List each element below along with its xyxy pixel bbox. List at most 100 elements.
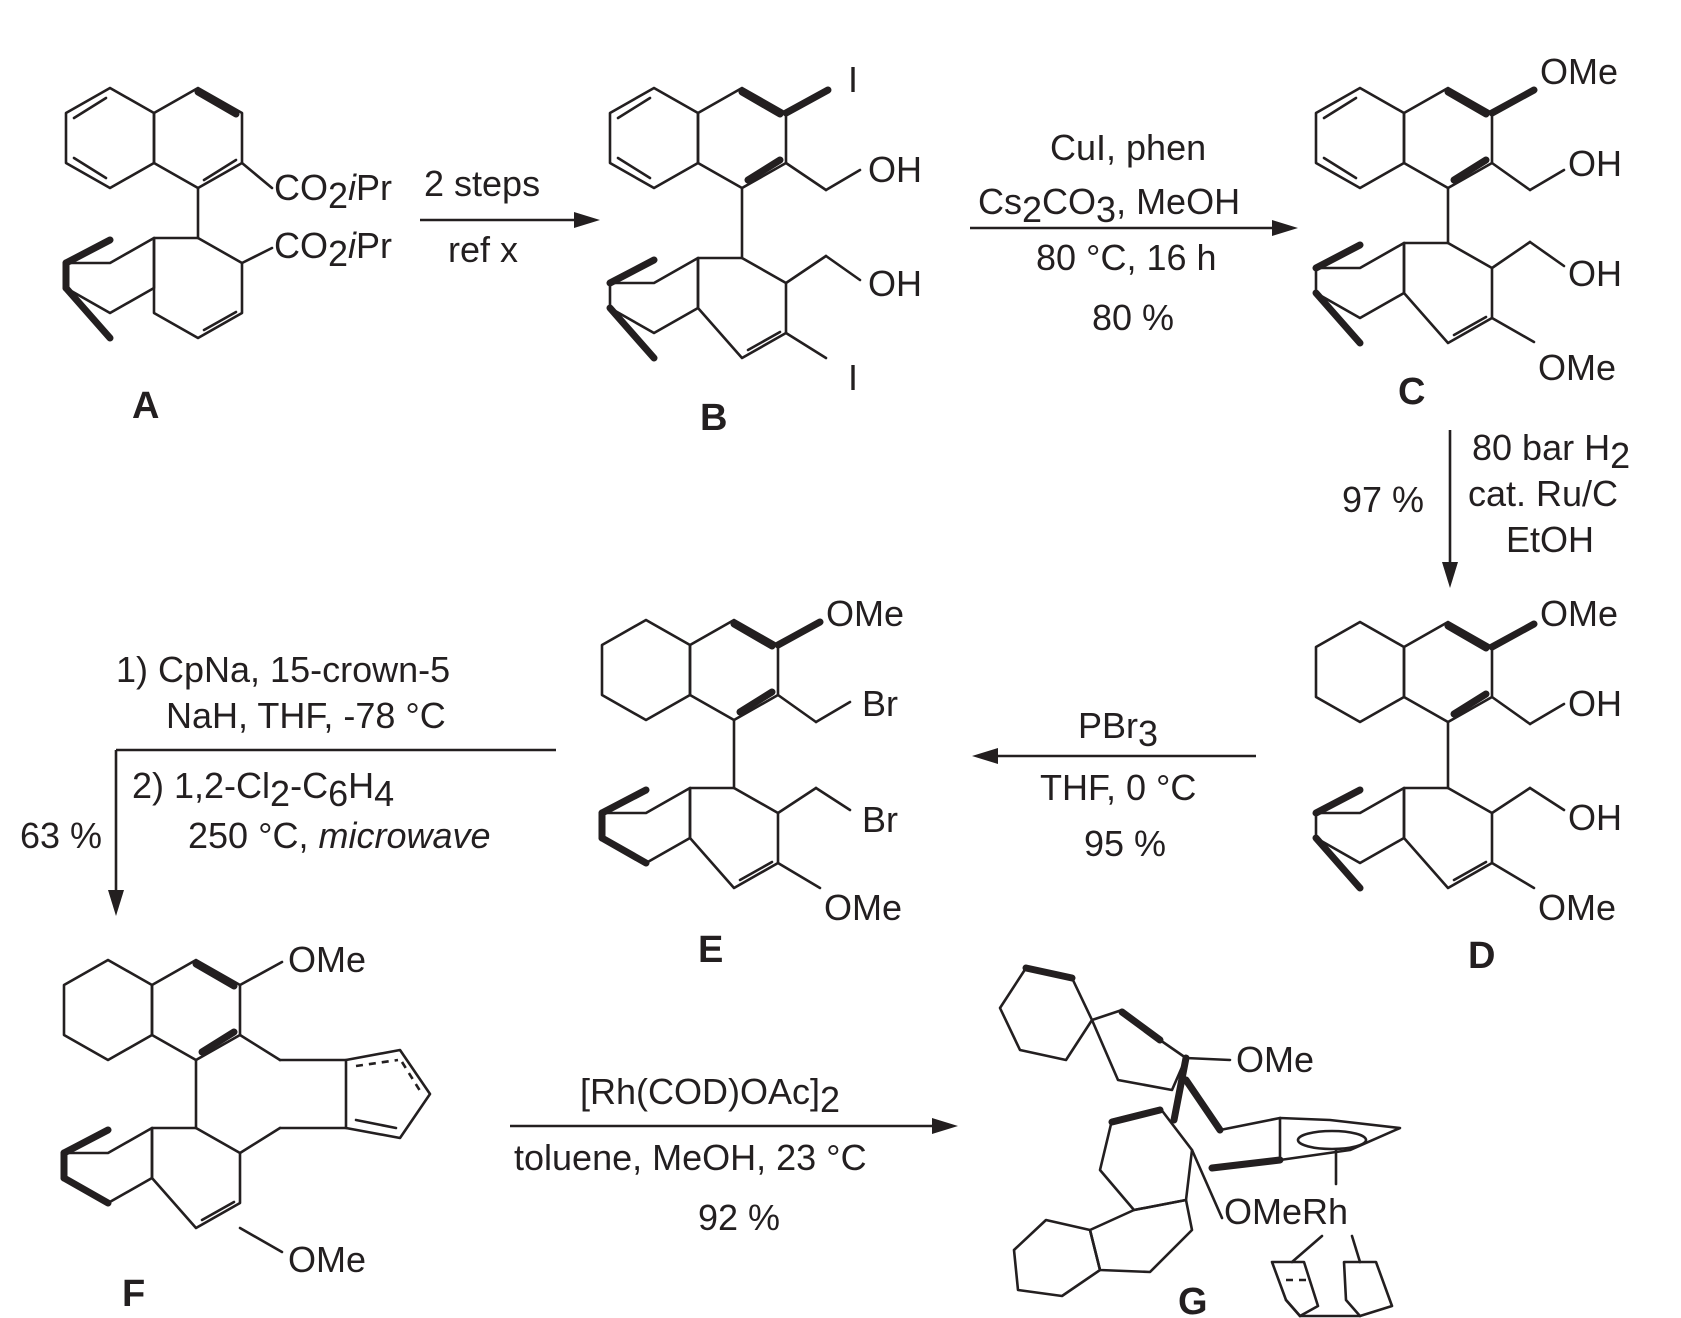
compound-a-ester2-pr: Pr <box>356 225 392 266</box>
arrow-a-to-b-head <box>574 212 600 228</box>
arrow-e-to-f-head <box>108 890 124 916</box>
compound-b-structure <box>606 86 862 362</box>
step-c-to-d: 80 bar H2 cat. Ru/C EtOH 97 % <box>1342 427 1630 588</box>
compound-a-ester-i: i <box>348 167 357 208</box>
step-e-to-f: 1) CpNa, 15-crown-5 NaH, THF, -78 °C 2) … <box>20 649 556 916</box>
svg-text:[Rh(COD)OAc]2: [Rh(COD)OAc]2 <box>580 1071 840 1120</box>
step-f-to-g-sub2: 2 <box>820 1079 840 1120</box>
step-f-to-g-conditions: toluene, MeOH, 23 °C <box>514 1137 867 1178</box>
compound-c-oh-top: OH <box>1568 143 1622 184</box>
step-b-to-c-reagent-1: CuI, phen <box>1050 127 1206 168</box>
svg-text:CO2iPr: CO2iPr <box>274 167 392 216</box>
compound-e-ome-bottom: OMe <box>824 887 902 928</box>
compound-a-ester-co: CO <box>274 167 328 208</box>
svg-text:80 bar H2: 80 bar H2 <box>1472 427 1630 476</box>
compound-a-structure <box>62 86 274 342</box>
compound-d-ome-bottom: OMe <box>1538 887 1616 928</box>
step-a-to-b-ref: ref x <box>448 229 518 270</box>
step-e-to-f-yield: 63 % <box>20 815 102 856</box>
step-d-to-e-pbr: PBr <box>1078 705 1138 746</box>
compound-b-oh-bottom: OH <box>868 263 922 304</box>
step-b-to-c-meoh: , MeOH <box>1116 181 1240 222</box>
compound-d-ome-top: OMe <box>1540 593 1618 634</box>
arrow-c-to-d-head <box>1442 562 1458 588</box>
step-f-to-g-catalyst: [Rh(COD)OAc] <box>580 1071 820 1112</box>
compound-f-ome-bottom: OMe <box>288 1239 366 1280</box>
step-d-to-e-sub3: 3 <box>1138 713 1158 754</box>
svg-text:Cs2CO3, MeOH: Cs2CO3, MeOH <box>978 181 1240 230</box>
compound-e: OMe Br Br OMe E <box>598 593 904 971</box>
compound-e-br-bottom: Br <box>862 799 898 840</box>
step-a-to-b: 2 steps ref x <box>420 163 600 270</box>
compound-d-oh-top: OH <box>1568 683 1622 724</box>
compound-a-ester2-i: i <box>348 225 357 266</box>
step-e-to-f-c: -C <box>290 765 328 806</box>
svg-text:2) 1,2-Cl2-C6H4: 2) 1,2-Cl2-C6H4 <box>132 765 394 814</box>
step-e-to-f-microwave: microwave <box>318 815 490 856</box>
step-b-to-c-conditions: 80 °C, 16 h <box>1036 237 1217 278</box>
step-b-to-c-yield: 80 % <box>1092 297 1174 338</box>
compound-g-structure <box>998 964 1402 1318</box>
compound-b-iodo-bottom: I <box>848 357 858 398</box>
svg-text:250 °C, microwave: 250 °C, microwave <box>188 815 491 856</box>
compound-a-ester2-co: CO <box>274 225 328 266</box>
compound-a-ester-sub2: 2 <box>328 175 348 216</box>
step-e-to-f-reagent-2: NaH, THF, -78 °C <box>166 695 446 736</box>
arrow-d-to-e-head <box>972 748 998 764</box>
compound-d: OMe OH OH OMe D <box>1312 593 1622 977</box>
arrow-b-to-c-head <box>1272 220 1298 236</box>
arrow-f-to-g-head <box>932 1118 958 1134</box>
svg-text:CO2iPr: CO2iPr <box>274 225 392 274</box>
step-e-to-f-temp: 250 °C, <box>188 815 318 856</box>
compound-g-ome-rh: OMeRh <box>1224 1191 1348 1232</box>
compound-d-structure <box>1312 620 1566 892</box>
compound-c-label: C <box>1398 371 1425 413</box>
step-c-to-d-solvent: EtOH <box>1506 519 1594 560</box>
compound-g-label: G <box>1178 1281 1208 1318</box>
compound-e-ome-top: OMe <box>826 593 904 634</box>
compound-e-label: E <box>698 929 723 971</box>
step-d-to-e: PBr3 THF, 0 °C 95 % <box>972 705 1256 864</box>
compound-a-label: A <box>132 385 159 427</box>
step-e-to-f-h: H <box>348 765 374 806</box>
step-b-to-c-sub2: 2 <box>1022 189 1042 230</box>
step-f-to-g: [Rh(COD)OAc]2 toluene, MeOH, 23 °C 92 % <box>510 1071 958 1238</box>
step-d-to-e-yield: 95 % <box>1084 823 1166 864</box>
compound-b-iodo-top: I <box>848 59 858 100</box>
step-e-to-f-sub6: 6 <box>328 773 348 814</box>
step-c-to-d-yield: 97 % <box>1342 479 1424 520</box>
compound-d-label: D <box>1468 935 1495 977</box>
step-b-to-c: CuI, phen Cs2CO3, MeOH 80 °C, 16 h 80 % <box>970 127 1298 338</box>
step-e-to-f-cl: 2) 1,2-Cl <box>132 765 270 806</box>
step-b-to-c-co: CO <box>1042 181 1096 222</box>
compound-c-ome-top: OMe <box>1540 51 1618 92</box>
step-e-to-f-reagent-1: 1) CpNa, 15-crown-5 <box>116 649 450 690</box>
compound-a-ester2-sub2: 2 <box>328 233 348 274</box>
compound-g: OMe OMeRh G <box>998 964 1402 1318</box>
step-f-to-g-yield: 92 % <box>698 1197 780 1238</box>
compound-f: OMe OMe F <box>60 939 432 1315</box>
compound-f-label: F <box>122 1273 145 1315</box>
step-a-to-b-reagent: 2 steps <box>424 163 540 204</box>
compound-b-label: B <box>700 397 727 439</box>
step-c-to-d-catalyst: cat. Ru/C <box>1468 473 1618 514</box>
compound-f-ome-top: OMe <box>288 939 366 980</box>
compound-e-br-top: Br <box>862 683 898 724</box>
compound-c-ome-bottom: OMe <box>1538 347 1616 388</box>
compound-a: CO2iPr CO2iPr A <box>62 86 392 427</box>
step-e-to-f-sub2: 2 <box>270 773 290 814</box>
compound-c: OMe OH OH OMe C <box>1312 51 1622 413</box>
compound-d-oh-bottom: OH <box>1568 797 1622 838</box>
step-b-to-c-sub3: 3 <box>1096 189 1116 230</box>
compound-f-structure <box>60 958 432 1254</box>
step-c-to-d-sub2: 2 <box>1610 435 1630 476</box>
compound-c-structure <box>1312 86 1566 347</box>
step-b-to-c-cs: Cs <box>978 181 1022 222</box>
step-c-to-d-h2: 80 bar H <box>1472 427 1610 468</box>
compound-e-structure <box>598 618 852 890</box>
step-e-to-f-sub4: 4 <box>374 773 394 814</box>
compound-g-ome-top: OMe <box>1236 1039 1314 1080</box>
compound-c-oh-bottom: OH <box>1568 253 1622 294</box>
compound-a-ester-pr: Pr <box>356 167 392 208</box>
